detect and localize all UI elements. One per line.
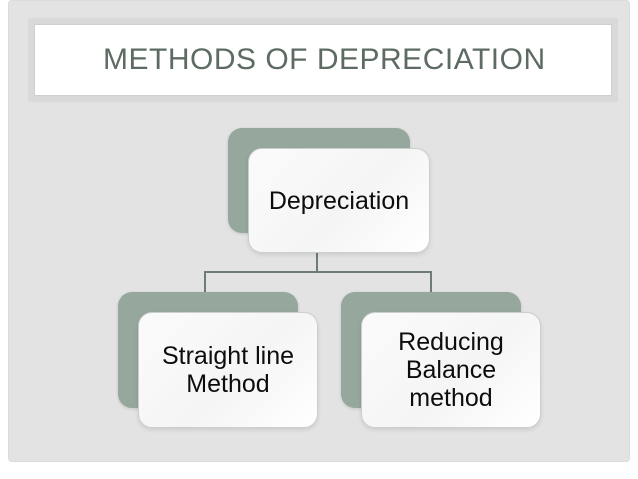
node-card: Depreciation <box>248 148 430 253</box>
page-title: METHODS OF DEPRECIATION <box>103 43 546 76</box>
slide-canvas: METHODS OF DEPRECIATION Depreciation Str… <box>8 0 630 470</box>
slide-title-frame: METHODS OF DEPRECIATION <box>34 24 612 96</box>
node-label: Reducing Balance method <box>398 328 504 412</box>
diagram-node-depreciation[interactable]: Depreciation <box>228 128 430 253</box>
connector-right-drop <box>430 271 432 293</box>
node-label: Straight line Method <box>161 342 295 398</box>
node-label: Depreciation <box>268 186 410 215</box>
connector-left-drop <box>204 271 206 293</box>
node-card: Straight line Method <box>138 312 318 428</box>
connector-horizontal-bar <box>204 271 432 273</box>
diagram-node-reducing-balance-method[interactable]: Reducing Balance method <box>341 292 541 428</box>
diagram-node-straight-line-method[interactable]: Straight line Method <box>118 292 318 428</box>
connector-root-stem <box>316 253 318 273</box>
node-card: Reducing Balance method <box>361 312 541 428</box>
slide-title-plate: METHODS OF DEPRECIATION <box>28 18 618 102</box>
